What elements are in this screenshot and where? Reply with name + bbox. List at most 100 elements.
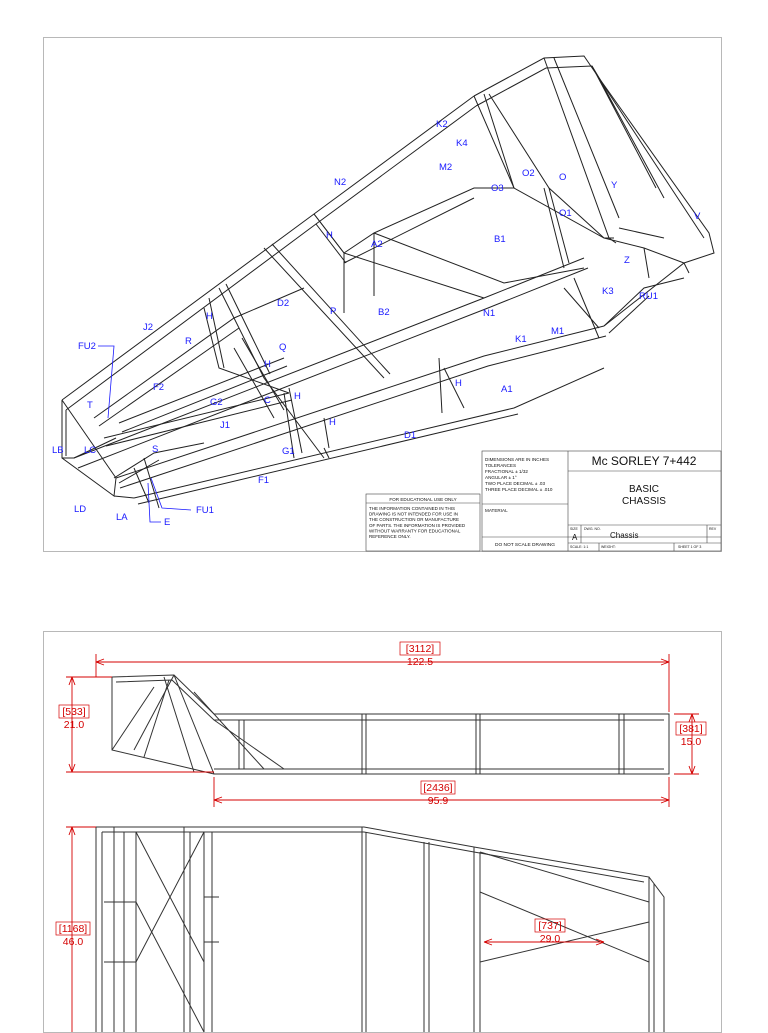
do-not-scale: DO NOT SCALE DRAWING	[495, 542, 555, 548]
label-G1: G1	[282, 446, 295, 457]
label-O: O	[559, 172, 566, 183]
label-O3: O3	[491, 183, 504, 194]
label-O2: O2	[522, 168, 535, 179]
label-J2: J2	[143, 322, 153, 333]
angular-tol: ANGULAR ± 1°	[485, 475, 517, 480]
drawing-title: Mc SORLEY 7+442	[592, 454, 697, 468]
size-value: A	[572, 533, 578, 542]
label-LB: LB	[52, 445, 64, 456]
label-G2: G2	[210, 397, 223, 408]
tolerances: TOLERANCES	[485, 463, 516, 468]
edu-line: THE INFORMATION CONTAINED IN THIS	[369, 506, 455, 511]
label-FU1: FU1	[196, 505, 214, 516]
drawing-subtitle-2: CHASSIS	[622, 496, 666, 507]
label-K3: K3	[602, 286, 614, 297]
dimension-lines	[66, 654, 699, 1032]
dim-width-in: 46.0	[63, 936, 84, 948]
label-M1: M1	[551, 326, 564, 337]
label-B1: B1	[494, 234, 506, 245]
label-K4: K4	[456, 138, 468, 149]
label-H-top: H	[326, 230, 333, 241]
part-labels: K2 K4 M2 N2 O3 O2 O Y O1 V H A2 B1 Z K3 …	[52, 119, 701, 528]
dim-height-in: 21.0	[64, 719, 85, 731]
side-view-frame	[111, 674, 670, 775]
label-N1: N1	[483, 308, 495, 319]
dim-height-mm: [533]	[62, 706, 85, 718]
drawing-subtitle-1: BASIC	[629, 484, 659, 495]
dim-width-mm: [1168]	[59, 923, 87, 935]
label-J1: J1	[220, 420, 230, 431]
title-block	[481, 450, 722, 552]
edu-line: THE CONSTRUCTION OR MANUFACTURE	[369, 517, 459, 522]
size-label: SIZE	[570, 527, 578, 531]
fractional-tol: FRACTIONAL ± 1/32	[485, 469, 528, 474]
edu-line: WITHOUT WARRANTY FOR EDUCATIONAL	[369, 528, 461, 533]
label-F2: F2	[153, 382, 164, 393]
label-V: V	[694, 211, 701, 222]
label-LA: LA	[116, 512, 128, 523]
dwg-no: Chassis	[610, 531, 638, 540]
label-P: P	[330, 306, 336, 317]
label-LC: LC	[84, 445, 96, 456]
label-LD: LD	[74, 504, 86, 515]
dim-rear-height-mm: [381]	[679, 723, 702, 735]
dim-overall-in: 122.5	[407, 656, 433, 668]
material-label: MATERIAL	[485, 508, 508, 513]
label-H-right: H	[455, 378, 462, 389]
label-H-low: H	[329, 417, 336, 428]
edu-line: DRAWING IS NOT INTENDED FOR USE IN	[369, 512, 458, 517]
educational-notice: FOR EDUCATIONAL USE ONLY THE INFORMATION…	[365, 493, 481, 552]
label-Q: Q	[279, 342, 286, 353]
dwg-no-label: DWG. NO.	[584, 527, 601, 531]
dim-front-width-in: 29.0	[540, 933, 561, 945]
edu-line: REFERENCE ONLY.	[369, 534, 411, 539]
label-Z: Z	[624, 255, 630, 266]
label-B2: B2	[378, 307, 390, 318]
drawing-sheet-orthographic: [3112] 122.5 [533] 21.0 [381] 15.0 [2436…	[43, 631, 722, 1033]
orthographic-chassis-drawing: [3112] 122.5 [533] 21.0 [381] 15.0 [2436…	[55, 641, 707, 1033]
edu-line: OF PARTS. THE INFORMATION IS PROVIDED	[369, 523, 466, 528]
leader-lines	[98, 345, 192, 523]
weight-label: WEIGHT:	[601, 545, 616, 549]
label-Y: Y	[611, 180, 618, 191]
dimension-text: [3112] 122.5 [533] 21.0 [381] 15.0 [2436…	[55, 641, 707, 948]
sheet-label: SHEET 1 OF 3	[678, 545, 701, 549]
label-T: T	[87, 400, 93, 411]
label-D1: D1	[404, 430, 416, 441]
label-C: C	[264, 395, 271, 406]
label-H-c: H	[294, 391, 301, 402]
label-H-q: H	[264, 359, 271, 370]
two-place-tol: TWO PLACE DECIMAL ± .03	[485, 481, 545, 486]
label-RU1: RU1	[639, 291, 658, 302]
label-A1: A1	[501, 384, 513, 395]
drawing-sheet-isometric: K2 K4 M2 N2 O3 O2 O Y O1 V H A2 B1 Z K3 …	[43, 37, 722, 552]
title-block-text: DIMENSIONS ARE IN INCHES TOLERANCES FRAC…	[485, 454, 717, 549]
edu-lines: THE INFORMATION CONTAINED IN THISDRAWING…	[369, 506, 466, 539]
label-F1: F1	[258, 475, 269, 486]
label-A2: A2	[371, 239, 383, 250]
dims-header: DIMENSIONS ARE IN INCHES	[485, 457, 549, 462]
dim-mid-length-in: 95.9	[428, 795, 449, 807]
label-S: S	[152, 444, 158, 455]
dim-overall-mm: [3112]	[406, 643, 434, 655]
label-E: E	[164, 517, 170, 528]
label-R: R	[185, 336, 192, 347]
plan-view-frame	[95, 826, 665, 1033]
edu-header: FOR EDUCATIONAL USE ONLY	[389, 497, 456, 502]
label-D2: D2	[277, 298, 289, 309]
label-K1: K1	[515, 334, 527, 345]
label-H-mid: H	[206, 311, 213, 322]
label-N2: N2	[334, 177, 346, 188]
three-place-tol: THREE PLACE DECIMAL ± .010	[485, 487, 553, 492]
label-FU2: FU2	[78, 341, 96, 352]
dim-front-width-mm: [737]	[538, 920, 561, 932]
label-O1: O1	[559, 208, 572, 219]
isometric-chassis-drawing: K2 K4 M2 N2 O3 O2 O Y O1 V H A2 B1 Z K3 …	[52, 55, 722, 552]
dim-rear-height-in: 15.0	[681, 736, 702, 748]
rev-label: REV	[709, 527, 717, 531]
label-M2: M2	[439, 162, 452, 173]
label-K2: K2	[436, 119, 448, 130]
dim-mid-length-mm: [2436]	[423, 782, 452, 794]
scale-label: SCALE: 1:1	[570, 545, 588, 549]
chassis-frame-lines	[61, 55, 715, 509]
